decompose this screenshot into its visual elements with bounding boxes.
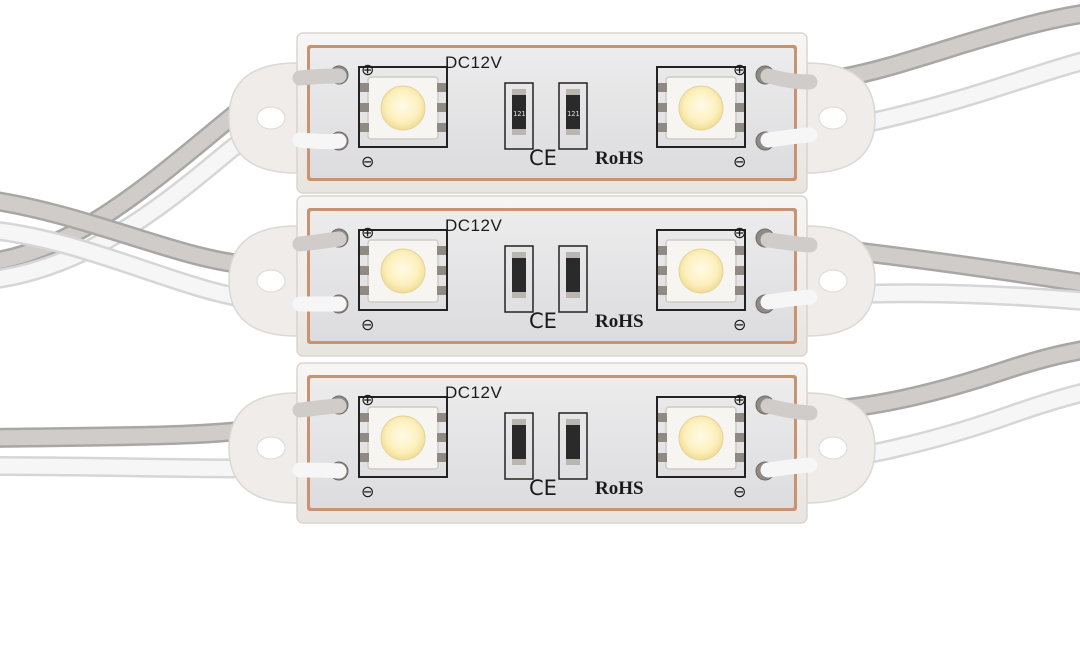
plus-icon: ⊕ (361, 60, 374, 79)
rohs-mark: RoHS (595, 311, 644, 332)
wires (0, 4, 1080, 480)
ce-mark: CE (529, 146, 557, 170)
plus-icon: ⊕ (733, 390, 746, 409)
rohs-mark: RoHS (595, 478, 644, 499)
resistor-code: 121 (513, 110, 526, 118)
minus-icon: ⊖ (361, 152, 374, 171)
led-module-1: DC12V ⊕ ⊖ ⊕ ⊖ 121 121 CE RoHS (228, 32, 876, 194)
ce-mark: CE (529, 476, 557, 500)
minus-icon: ⊖ (361, 482, 374, 501)
ce-mark: CE (529, 309, 557, 333)
voltage-label: DC12V (445, 53, 502, 72)
plus-icon: ⊕ (733, 223, 746, 242)
wire-ends (292, 68, 818, 479)
resistor-code: 121 (567, 110, 580, 118)
led-module-3: DC12V ⊕ ⊖ ⊕ ⊖ CE RoHS (228, 362, 876, 524)
minus-icon: ⊖ (733, 152, 746, 171)
plus-icon: ⊕ (361, 223, 374, 242)
rohs-mark: RoHS (595, 148, 644, 169)
led-module-2: DC12V ⊕ ⊖ ⊕ ⊖ CE RoHS (228, 195, 876, 357)
plus-icon: ⊕ (733, 60, 746, 79)
voltage-label: DC12V (445, 216, 502, 235)
minus-icon: ⊖ (361, 315, 374, 334)
voltage-label: DC12V (445, 383, 502, 402)
minus-icon: ⊖ (733, 482, 746, 501)
plus-icon: ⊕ (361, 390, 374, 409)
minus-icon: ⊖ (733, 315, 746, 334)
